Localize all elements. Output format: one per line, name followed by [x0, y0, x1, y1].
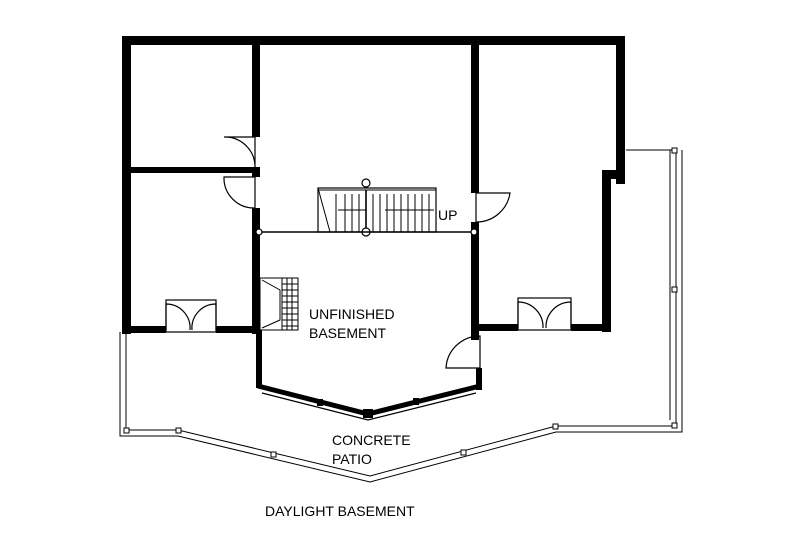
- basement-label-line1: UNFINISHED: [309, 306, 395, 322]
- double-door-left: [165, 299, 217, 333]
- patio-posts: [123, 147, 678, 458]
- exterior-walls: [122, 36, 625, 334]
- door-swings: [223, 136, 511, 369]
- patio-label-line2: PATIO: [332, 451, 372, 467]
- interior-walls: [122, 45, 482, 390]
- basement-label-line2: BASEMENT: [309, 325, 386, 341]
- bay-mullions: [317, 398, 419, 418]
- stairway: [255, 178, 478, 237]
- fireplace: [259, 277, 299, 331]
- stair-up-label: UP: [438, 207, 457, 223]
- double-door-right: [517, 297, 572, 331]
- patio-label-line1: CONCRETE: [332, 432, 411, 448]
- plan-caption: DAYLIGHT BASEMENT: [265, 503, 415, 519]
